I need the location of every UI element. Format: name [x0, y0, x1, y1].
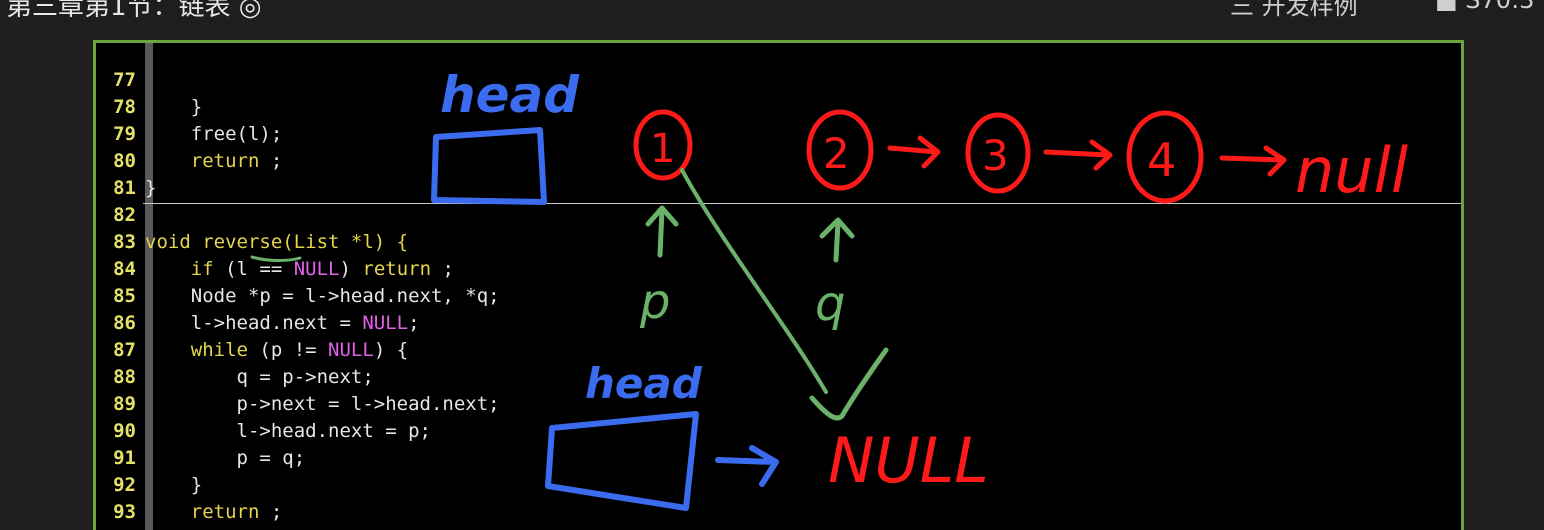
line-text: free(l); — [145, 123, 283, 145]
head-box-bottom — [545, 411, 699, 511]
line-text: return ; — [190, 501, 283, 523]
title-bar: 第三章第1节：链表 ◎ 三 开发样例 ■ S70:3 — [0, 0, 1544, 40]
q-arrow — [819, 217, 855, 263]
code-line: 87 q = p->next; — [96, 310, 1461, 388]
line-text: l->head.next = NULL; — [145, 312, 420, 334]
toolbar-item-2[interactable]: ■ S70:3 — [1435, 0, 1535, 14]
code-line: 91 } — [96, 418, 1461, 496]
code-line: 79 return ; — [96, 94, 1461, 172]
line-number: 86 — [113, 312, 136, 334]
code-line: 92 return ; — [96, 445, 1461, 523]
line-text: l->head.next = p; — [145, 420, 431, 442]
line-text: while (p != NULL) { — [190, 339, 409, 361]
line-number: 94 — [102, 526, 136, 530]
toolbar-item-1[interactable]: 三 开发样例 — [1230, 0, 1358, 20]
line-number: 87 — [113, 339, 136, 361]
window-title: 第三章第1节：链表 ◎ — [6, 0, 262, 22]
q-label: q — [815, 276, 845, 332]
line-text: } — [145, 474, 203, 496]
current-line-indicator — [143, 203, 1461, 204]
code-line: 85 l->head.next = NULL; — [96, 256, 1461, 334]
head-arrow-bottom — [715, 445, 779, 487]
line-text: if (l == NULL) return ; — [190, 258, 454, 280]
code-line: 90 p = q; — [96, 391, 1461, 469]
null-label-bottom: NULL — [828, 424, 989, 497]
line-text: } — [145, 177, 157, 199]
line-number: 89 — [113, 393, 136, 415]
node-label-2: 2 — [823, 129, 850, 178]
underline-p — [250, 255, 302, 262]
head-label-bottom: head — [585, 359, 703, 408]
line-number: 83 — [113, 231, 136, 253]
line-number: 84 — [113, 258, 136, 280]
node-circle-4 — [1126, 110, 1204, 204]
null-label-top: null — [1295, 134, 1408, 207]
node-circle-3 — [965, 112, 1031, 194]
line-number: 88 — [113, 366, 136, 388]
p-label: p — [639, 274, 670, 330]
screen-share-frame: 77 } 78 free(l); 79 return ; 80 } 81 82 … — [93, 40, 1464, 530]
code-line: 77 } — [96, 43, 1461, 118]
node-label-4: 4 — [1147, 133, 1176, 187]
arrow-2-3 — [887, 135, 941, 169]
node-label-3: 3 — [982, 131, 1009, 180]
head-label-top: head — [440, 66, 580, 124]
line-number: 78 — [113, 96, 136, 118]
line-number: 80 — [113, 150, 136, 172]
code-line: 78 free(l); — [96, 67, 1461, 145]
line-text: Node *p = l->head.next, *q; — [145, 285, 500, 307]
line-number: 79 — [113, 123, 136, 145]
node-circle-1 — [633, 109, 693, 181]
line-number: 81 — [113, 177, 136, 199]
check-mark — [809, 347, 889, 421]
code-line: 83 if (l == NULL) return ; — [96, 202, 1461, 280]
line-text: q = p->next; — [145, 366, 374, 388]
code-line: 81 — [96, 148, 1461, 199]
line-number: 85 — [113, 285, 136, 307]
line-text: void reverse(List *l) { — [145, 231, 409, 253]
line-text: } — [145, 96, 203, 118]
node-circle-2 — [806, 109, 874, 191]
line-text: p->next = l->head.next; — [145, 393, 500, 415]
code-line: 88 p->next = l->head.next; — [96, 337, 1461, 415]
line-number: 91 — [113, 447, 136, 469]
code-line: 82 void reverse(List *l) { — [96, 175, 1461, 253]
code-line: 89 l->head.next = p; — [96, 364, 1461, 442]
node-label-1: 1 — [650, 126, 675, 172]
arrow-3-4 — [1043, 139, 1113, 171]
gutter-separator — [145, 43, 153, 530]
strike-line — [680, 168, 828, 394]
head-box-top — [431, 127, 547, 205]
line-number: 82 — [113, 204, 136, 226]
line-text: p = q; — [145, 447, 306, 469]
line-text: return ; — [190, 150, 283, 172]
line-number: 90 — [113, 420, 136, 442]
arrow-4-null — [1219, 145, 1287, 177]
code-line: 80 } — [96, 121, 1461, 199]
code-line: 84 Node *p = l->head.next, *q; — [96, 229, 1461, 307]
line-number: 92 — [113, 474, 136, 496]
line-number: 77 — [113, 69, 136, 91]
code-line: 86 while (p != NULL) { — [96, 283, 1461, 361]
p-arrow — [645, 205, 679, 258]
line-number-gutter — [96, 43, 143, 530]
line-number: 93 — [113, 501, 136, 523]
